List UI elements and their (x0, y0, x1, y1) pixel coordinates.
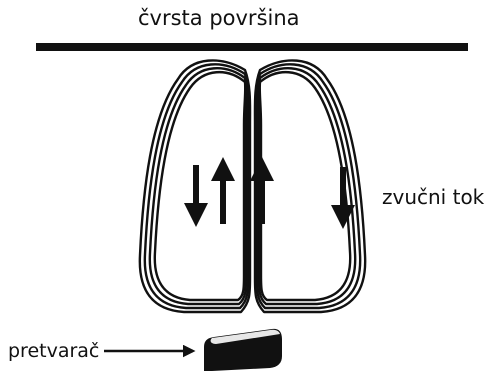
flow-arrow-inner-left-up (211, 157, 235, 224)
right-streaming-loops (255, 60, 365, 312)
transducer-block (204, 329, 282, 371)
flow-arrow-inner-right-up (250, 157, 274, 224)
acoustic-flow-label: zvučni tok (382, 185, 484, 209)
transducer-label: pretvarač (8, 340, 99, 362)
solid-surface-label: čvrsta površina (138, 6, 300, 30)
flow-arrow-left-down (184, 165, 208, 227)
solid-surface-bar (36, 43, 468, 51)
